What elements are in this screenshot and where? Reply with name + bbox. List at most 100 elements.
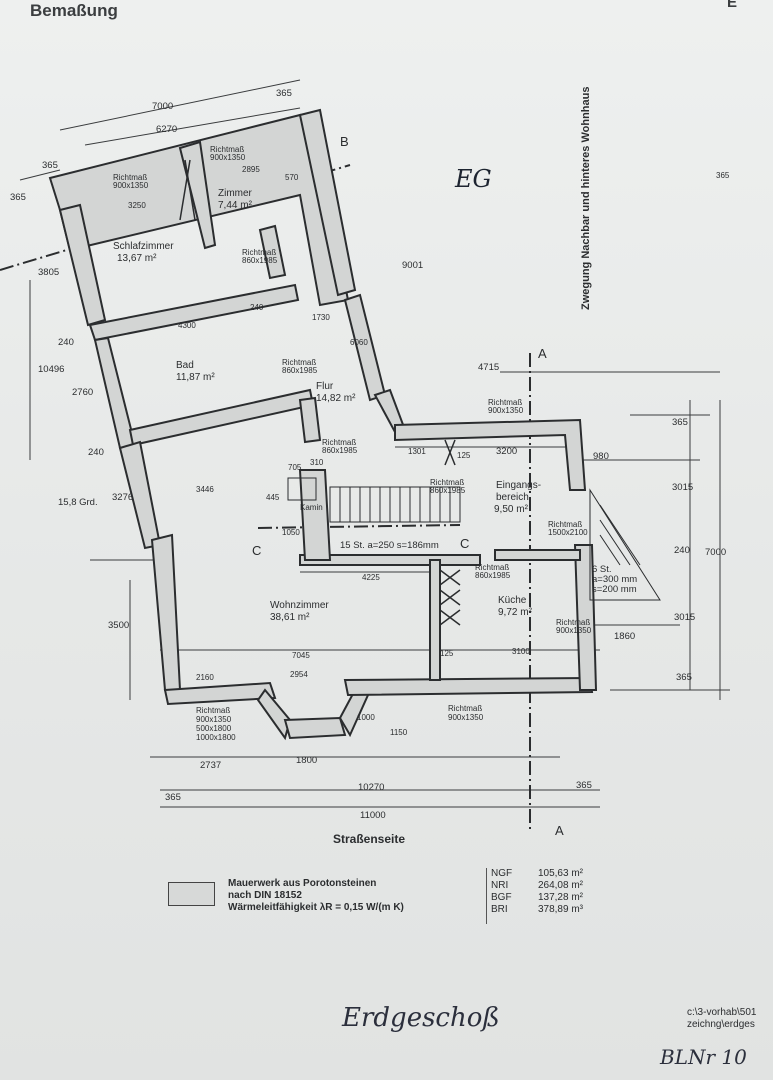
- dim-11000: 11000: [360, 810, 386, 821]
- dim-2160: 2160: [196, 673, 214, 682]
- dim-310: 310: [310, 458, 324, 467]
- handwritten-reference: BLNr 10: [660, 1045, 747, 1069]
- dim-980: 980: [593, 451, 609, 462]
- dim-1301: 1301: [408, 447, 426, 456]
- opening-3-label: Richtmaß: [242, 248, 276, 257]
- dim-125b: 125: [440, 649, 454, 658]
- dim-1860: 1860: [614, 631, 635, 642]
- opening-4-label: Richtmaß: [282, 358, 316, 367]
- dim-9001: 9001: [402, 260, 423, 271]
- dim-3015a: 3015: [672, 482, 693, 493]
- stairs-main-label: 15 St. a=250 s=186mm: [340, 540, 439, 551]
- opening-8-size: 1500x2100: [548, 528, 588, 537]
- room-name-eingang-2: bereich: [496, 492, 529, 503]
- section-b: B: [340, 134, 349, 149]
- dim-365br: 365: [576, 780, 592, 791]
- room-area-kueche: 9,72 m²: [498, 607, 533, 618]
- opening-7-label: Richtmaß: [430, 478, 464, 487]
- dim-10270: 10270: [358, 782, 384, 793]
- dim-365r: 365: [672, 417, 688, 428]
- legend-line-1: Mauerwerk aus Porotonsteinen: [228, 878, 377, 889]
- opening-2-size: 900x1350: [210, 153, 246, 162]
- dim-705: 705: [288, 463, 302, 472]
- opening-4-size: 860x1985: [282, 366, 318, 375]
- opening-3-size: 860x1985: [242, 256, 278, 265]
- dim-6060: 6060: [350, 338, 368, 347]
- opening-12-size-a: 900x1350: [196, 715, 232, 724]
- dim-365rb: 365: [676, 672, 692, 683]
- stairs: [287, 477, 661, 601]
- room-name-flur: Flur: [316, 381, 334, 392]
- dim-4225: 4225: [362, 573, 380, 582]
- legend-wall-swatch: [168, 882, 215, 906]
- room-name-bad: Bad: [176, 360, 194, 371]
- dim-2895: 2895: [242, 165, 260, 174]
- dim-top-365: 365: [276, 88, 292, 99]
- stairs-ext-2: a=300 mm: [592, 574, 637, 585]
- dim-240a: 240: [250, 303, 264, 312]
- opening-12-size-b: 500x1800: [196, 724, 232, 733]
- opening-10-label: Richtmaß: [556, 618, 590, 627]
- opening-10-size: 900x1350: [556, 626, 592, 635]
- area-value: 264,08 m²: [537, 880, 583, 891]
- section-c-left: C: [252, 543, 261, 558]
- section-c-right: C: [460, 536, 469, 551]
- area-row: BRI 378,89 m³: [487, 904, 583, 916]
- dim-2737: 2737: [200, 760, 221, 771]
- room-area-wohnzimmer: 38,61 m²: [270, 612, 310, 623]
- walls: [48, 108, 598, 741]
- dim-left-365b: 365: [10, 192, 26, 203]
- dim-2760: 2760: [72, 387, 93, 398]
- dim-3500: 3500: [108, 620, 129, 631]
- dim-365-side: 365: [716, 171, 730, 180]
- sheet-title: Bemaßung: [30, 1, 118, 20]
- area-key: BRI: [491, 904, 508, 915]
- opening-6-label: Richtmaß: [488, 398, 522, 407]
- legend-line-2: nach DIN 18152: [228, 890, 302, 901]
- room-name-kueche: Küche: [498, 595, 527, 606]
- floor-label: EG: [455, 165, 492, 193]
- legend: Mauerwerk aus Porotonsteinen nach DIN 18…: [158, 868, 440, 923]
- room-area-bad: 11,87 m²: [176, 372, 215, 383]
- room-name-eingang: Eingangs-: [496, 480, 541, 491]
- dim-4300: 4300: [178, 321, 196, 330]
- dim-7000r: 7000: [705, 547, 726, 558]
- area-key: NGF: [491, 868, 513, 879]
- room-area-schlafzimmer: 13,67 m²: [117, 253, 157, 264]
- opening-11-size: 900x1350: [448, 713, 484, 722]
- dim-3015b: 3015: [674, 612, 695, 623]
- dim-365bl: 365: [165, 792, 181, 803]
- dim-125a: 125: [457, 451, 471, 460]
- file-path: c:\3-vorhab\501 zeichng\erdges: [687, 1007, 757, 1030]
- stairs-ext-1: 6 St.: [592, 564, 612, 575]
- section-a-bottom: A: [555, 823, 564, 838]
- area-row: NRI 264,08 m²: [487, 880, 583, 892]
- legend-line-3: Wärmeleitfähigkeit λR = 0,15 W/(m K): [228, 902, 404, 913]
- dim-3100: 3100: [512, 647, 530, 656]
- area-value: 378,89 m³: [537, 904, 583, 915]
- opening-8-label: Richtmaß: [548, 520, 582, 529]
- area-key: NRI: [491, 880, 509, 891]
- opening-5-size: 860x1985: [322, 446, 358, 455]
- street-label: Straßenseite: [333, 832, 406, 846]
- room-name-wohnzimmer: Wohnzimmer: [270, 600, 329, 611]
- dim-3446: 3446: [196, 485, 214, 494]
- stairs-ext-3: s=200 mm: [592, 584, 637, 595]
- room-area-flur: 14,82 m²: [316, 393, 356, 404]
- dim-570: 570: [285, 173, 299, 182]
- opening-9-label: Richtmaß: [475, 563, 509, 572]
- dimension-lines: [19, 79, 730, 808]
- dim-3805: 3805: [38, 267, 59, 278]
- legend-text: Mauerwerk aus Porotonsteinen nach DIN 18…: [228, 878, 404, 914]
- dim-445: 445: [266, 493, 280, 502]
- dim-240r: 240: [674, 545, 690, 556]
- area-key: BGF: [491, 892, 512, 903]
- opening-5-label: Richtmaß: [322, 438, 356, 447]
- room-area-zimmer: 7,44 m²: [218, 200, 253, 211]
- opening-7-size: 860x1985: [430, 486, 466, 495]
- dim-1050: 1050: [282, 528, 300, 537]
- opening-12-size-c: 1000x1800: [196, 733, 236, 742]
